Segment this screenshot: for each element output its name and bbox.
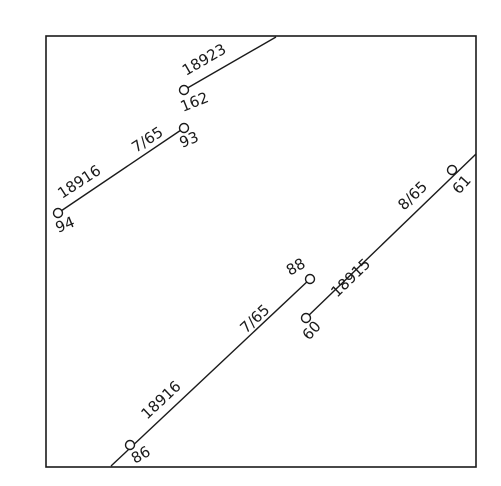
station-marker: [124, 439, 136, 451]
station-number: 88: [283, 254, 309, 279]
map-frame: [45, 35, 477, 468]
line-number-label: 18923: [179, 40, 229, 79]
line-number-label: 18916: [54, 161, 104, 202]
station-number: 93: [177, 128, 201, 152]
traverse-line-18923: [183, 36, 277, 91]
station-marker: [52, 207, 64, 219]
traverse-line-18916-upper: [57, 127, 185, 214]
station-marker: [446, 164, 458, 176]
station-marker: [304, 273, 316, 285]
traverse-line-18916-lower: [110, 278, 311, 467]
station-marker: [178, 122, 190, 134]
station-number: 61: [449, 171, 475, 197]
date-label: 7/65: [128, 123, 166, 156]
line-number-label: 18915: [327, 255, 374, 301]
station-marker: [300, 312, 312, 324]
station-marker: [178, 84, 190, 96]
traverse-line-18915: [305, 153, 477, 319]
date-label: 8/65: [394, 178, 431, 214]
line-number-label: 18916: [137, 377, 184, 423]
station-number: 94: [53, 213, 77, 237]
